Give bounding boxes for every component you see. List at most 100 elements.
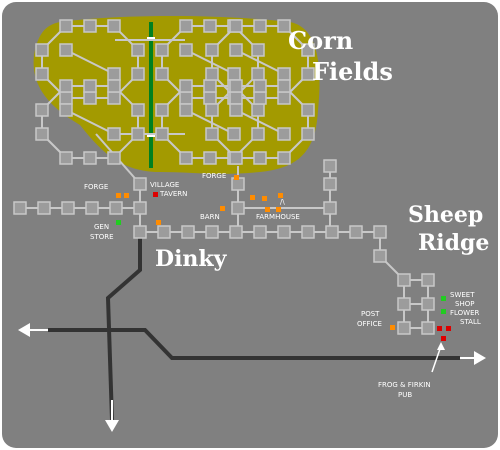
lane-room[interactable] bbox=[253, 225, 267, 239]
ridge-room[interactable] bbox=[397, 321, 411, 335]
field-room[interactable] bbox=[35, 127, 49, 141]
field-room[interactable] bbox=[301, 127, 315, 141]
field-room[interactable] bbox=[59, 79, 73, 93]
field-room[interactable] bbox=[155, 43, 169, 57]
field-room[interactable] bbox=[131, 103, 145, 117]
field-room[interactable] bbox=[59, 151, 73, 165]
field-room[interactable] bbox=[131, 67, 145, 81]
field-room[interactable] bbox=[227, 127, 241, 141]
field-room[interactable] bbox=[277, 127, 291, 141]
field-room[interactable] bbox=[59, 43, 73, 57]
field-room[interactable] bbox=[59, 103, 73, 117]
field-room[interactable] bbox=[107, 67, 121, 81]
dinky-room[interactable] bbox=[133, 225, 147, 239]
field-room[interactable] bbox=[131, 43, 145, 57]
lane-room[interactable] bbox=[205, 225, 219, 239]
field-room[interactable] bbox=[253, 151, 267, 165]
field-room[interactable] bbox=[59, 19, 73, 33]
farm-room[interactable] bbox=[323, 201, 337, 215]
lane-room[interactable] bbox=[301, 225, 315, 239]
field-room[interactable] bbox=[301, 43, 315, 57]
ridge-room[interactable] bbox=[421, 321, 435, 335]
field-room[interactable] bbox=[179, 151, 193, 165]
field-room[interactable] bbox=[277, 79, 291, 93]
dinky-room[interactable] bbox=[133, 201, 147, 215]
field-room[interactable] bbox=[253, 91, 267, 105]
field-room[interactable] bbox=[277, 19, 291, 33]
ridge-room[interactable] bbox=[397, 273, 411, 287]
farm-room[interactable] bbox=[323, 159, 337, 173]
lane-room[interactable] bbox=[325, 225, 339, 239]
lane-room[interactable] bbox=[373, 225, 387, 239]
field-room[interactable] bbox=[227, 67, 241, 81]
field-room[interactable] bbox=[301, 103, 315, 117]
farm-marker[interactable] bbox=[250, 195, 255, 200]
forge-dinky-marker[interactable] bbox=[124, 193, 129, 198]
tavern-marker[interactable] bbox=[153, 192, 158, 197]
field-room[interactable] bbox=[107, 151, 121, 165]
field-room[interactable] bbox=[35, 43, 49, 57]
lane-room[interactable] bbox=[277, 225, 291, 239]
lane-room[interactable] bbox=[349, 225, 363, 239]
field-room[interactable] bbox=[83, 151, 97, 165]
dinky-room[interactable] bbox=[61, 201, 75, 215]
field-room[interactable] bbox=[229, 151, 243, 165]
field-room[interactable] bbox=[251, 103, 265, 117]
farm-room[interactable] bbox=[231, 201, 245, 215]
sweet-shop-marker[interactable] bbox=[441, 296, 446, 301]
field-room[interactable] bbox=[229, 43, 243, 57]
dinky-room[interactable] bbox=[85, 201, 99, 215]
ridge-room[interactable] bbox=[397, 297, 411, 311]
field-room[interactable] bbox=[203, 19, 217, 33]
field-room[interactable] bbox=[179, 79, 193, 93]
field-room[interactable] bbox=[205, 127, 219, 141]
field-room[interactable] bbox=[253, 79, 267, 93]
field-room[interactable] bbox=[35, 103, 49, 117]
shop-marker[interactable] bbox=[156, 220, 161, 225]
barn-marker[interactable] bbox=[220, 206, 225, 211]
dinky-room[interactable] bbox=[133, 177, 147, 191]
forge-farm-marker[interactable] bbox=[234, 175, 239, 180]
field-room[interactable] bbox=[83, 91, 97, 105]
field-room[interactable] bbox=[35, 67, 49, 81]
dinky-room[interactable] bbox=[109, 201, 123, 215]
farm-room[interactable] bbox=[323, 177, 337, 191]
field-room[interactable] bbox=[59, 91, 73, 105]
pub-marker[interactable] bbox=[441, 336, 446, 341]
field-room[interactable] bbox=[155, 103, 169, 117]
field-room[interactable] bbox=[205, 43, 219, 57]
field-room[interactable] bbox=[155, 67, 169, 81]
ridge-room[interactable] bbox=[373, 249, 387, 263]
field-room[interactable] bbox=[83, 79, 97, 93]
pub-marker[interactable] bbox=[437, 326, 442, 331]
field-room[interactable] bbox=[203, 91, 217, 105]
field-room[interactable] bbox=[301, 67, 315, 81]
field-room[interactable] bbox=[107, 79, 121, 93]
field-room[interactable] bbox=[107, 91, 121, 105]
field-room[interactable] bbox=[251, 127, 265, 141]
dinky-room[interactable] bbox=[37, 201, 51, 215]
post-office-marker[interactable] bbox=[390, 325, 395, 330]
farmhouse-marker[interactable] bbox=[265, 207, 270, 212]
pub-marker[interactable] bbox=[446, 326, 451, 331]
lane-room[interactable] bbox=[157, 225, 171, 239]
field-room[interactable] bbox=[107, 19, 121, 33]
field-room[interactable] bbox=[155, 127, 169, 141]
lane-room[interactable] bbox=[181, 225, 195, 239]
farm-marker[interactable] bbox=[262, 196, 267, 201]
ridge-room[interactable] bbox=[421, 273, 435, 287]
field-room[interactable] bbox=[179, 43, 193, 57]
field-room[interactable] bbox=[203, 151, 217, 165]
field-room[interactable] bbox=[229, 91, 243, 105]
field-room[interactable] bbox=[253, 19, 267, 33]
field-room[interactable] bbox=[179, 103, 193, 117]
dinky-room[interactable] bbox=[13, 201, 27, 215]
field-room[interactable] bbox=[107, 127, 121, 141]
lane-room[interactable] bbox=[229, 225, 243, 239]
field-room[interactable] bbox=[229, 79, 243, 93]
field-room[interactable] bbox=[277, 151, 291, 165]
flower-stall-marker[interactable] bbox=[441, 309, 446, 314]
field-room[interactable] bbox=[131, 127, 145, 141]
gen-store-marker[interactable] bbox=[116, 220, 121, 225]
farm-marker[interactable] bbox=[278, 193, 283, 198]
